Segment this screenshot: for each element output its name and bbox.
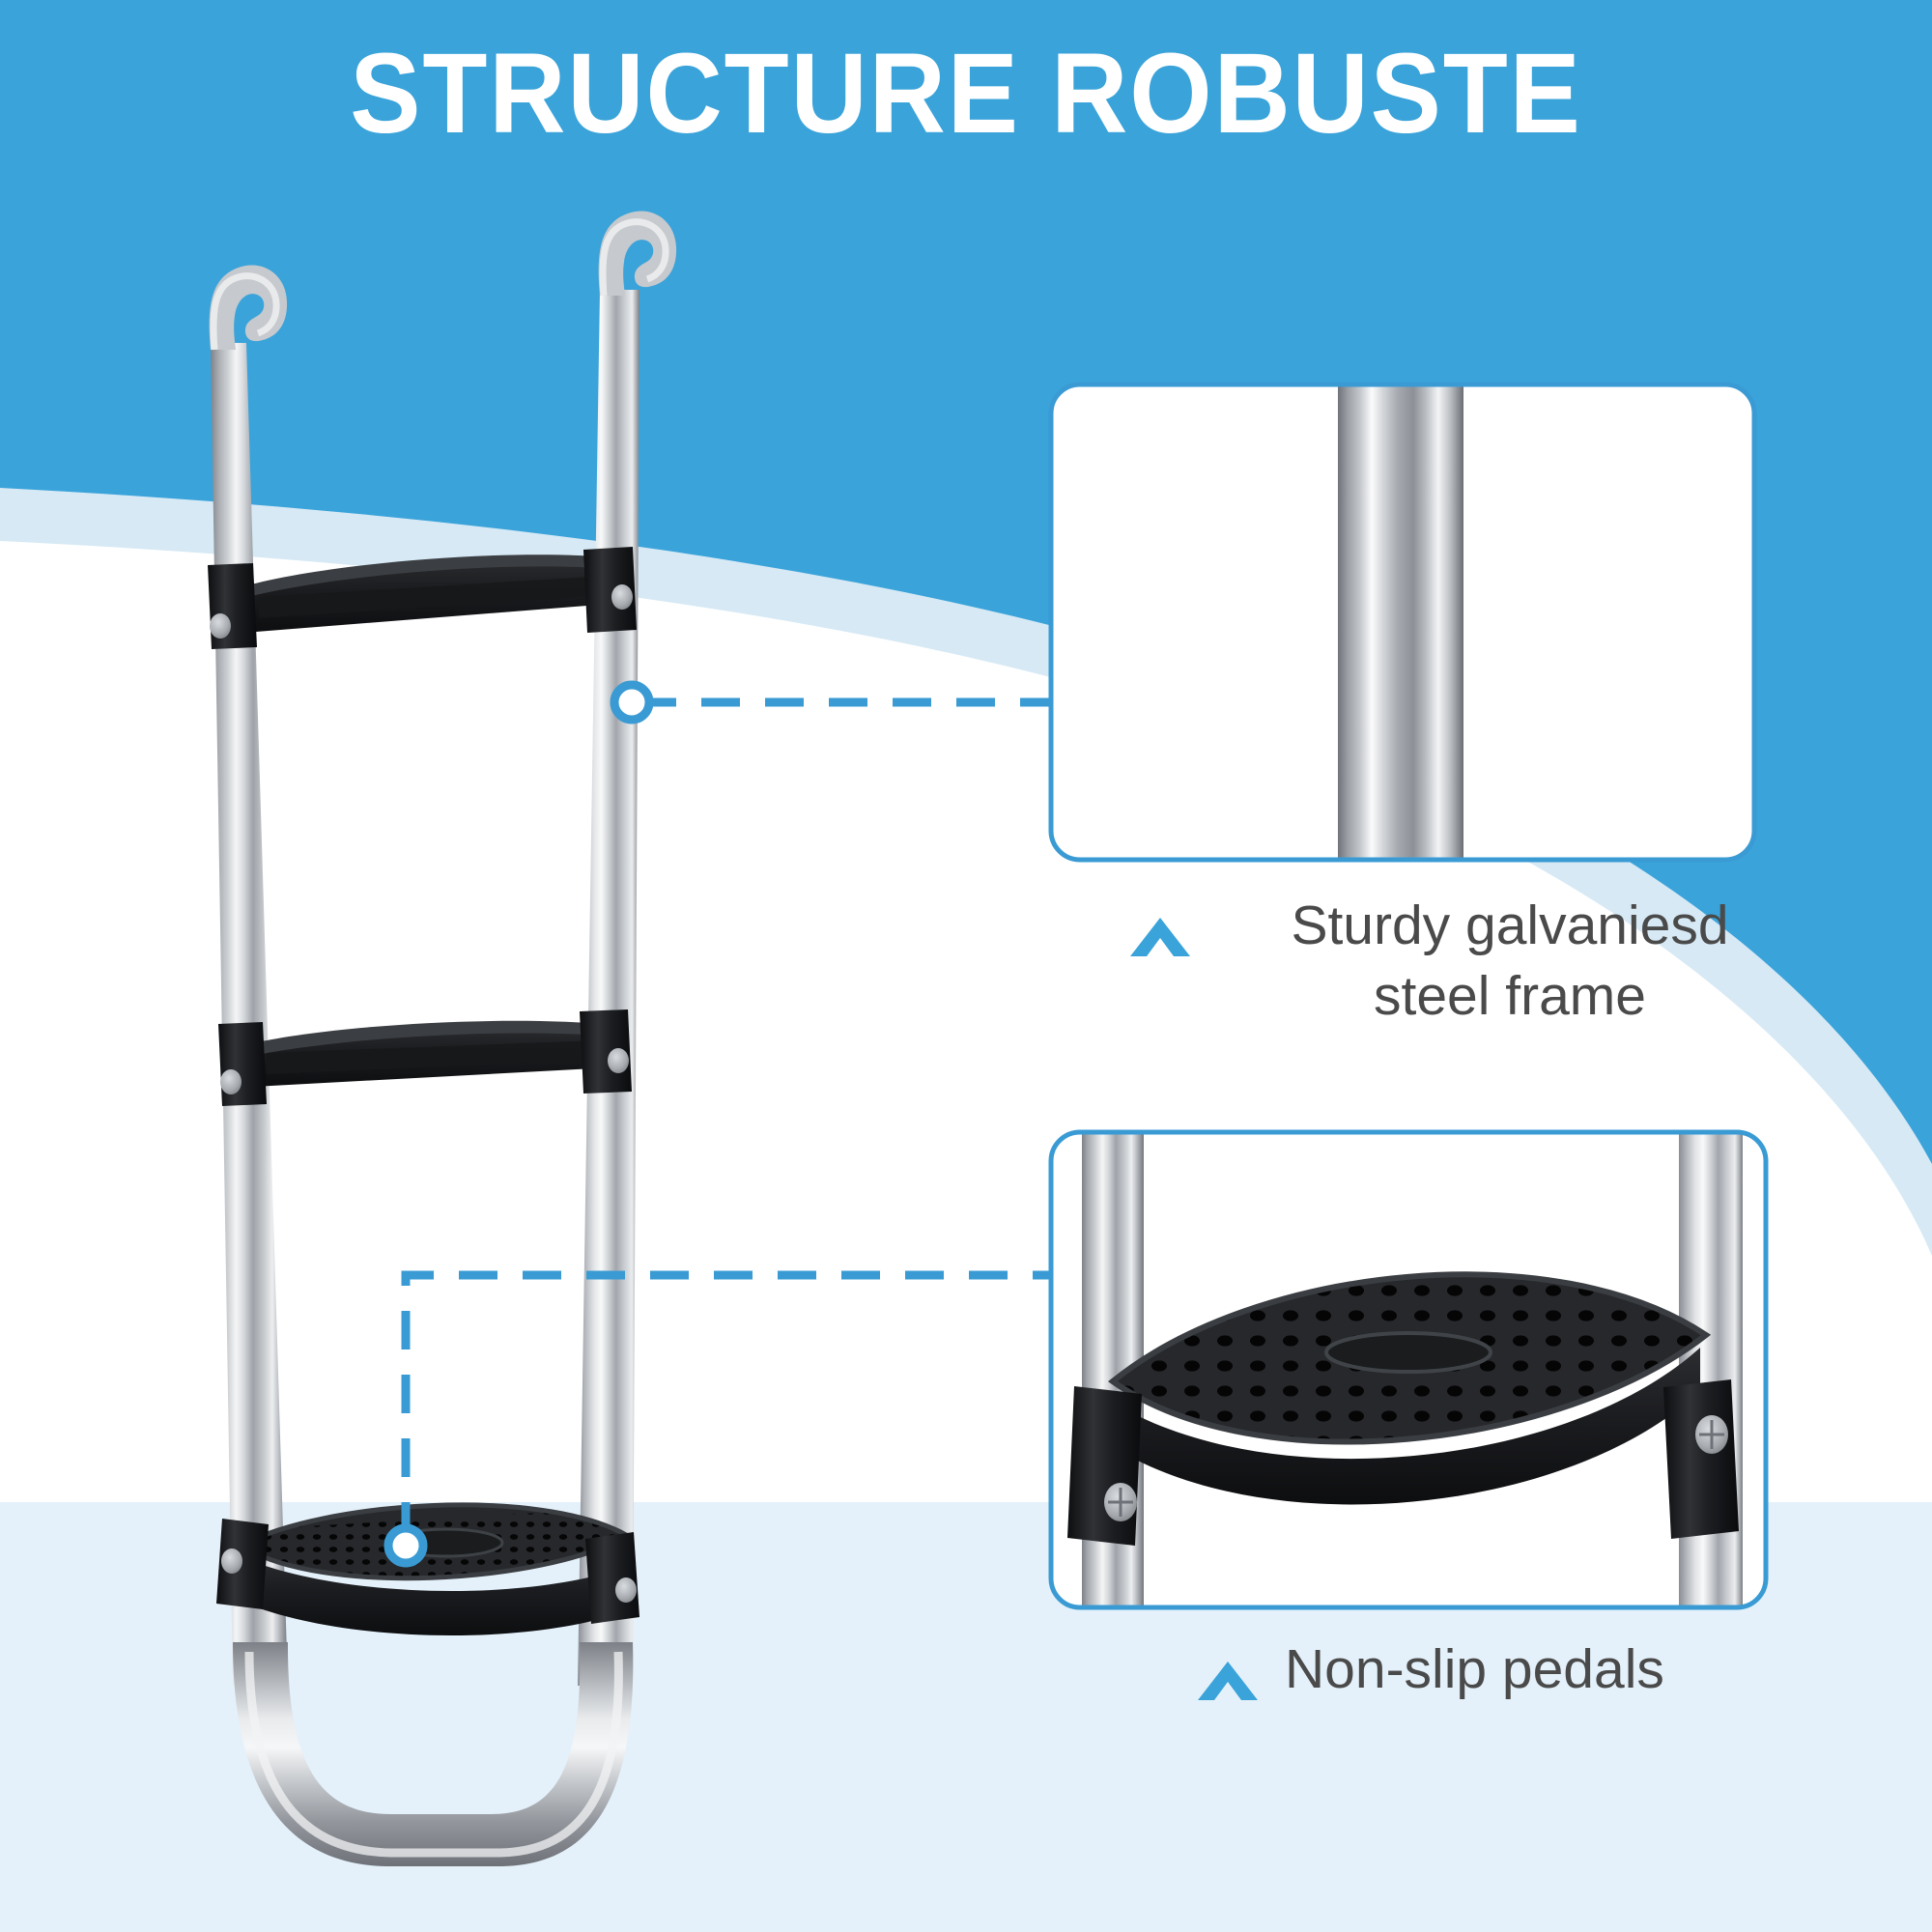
header-shape bbox=[0, 0, 1932, 1164]
pedal-3-clamp-left bbox=[216, 1519, 269, 1609]
ladder-pedal-2 bbox=[218, 1009, 632, 1106]
pedal-3-screw-left bbox=[221, 1548, 242, 1574]
pedal-1-screw-left bbox=[210, 613, 231, 639]
pedal-3-screw-right bbox=[615, 1577, 637, 1603]
pedal-1-screw-right bbox=[611, 584, 633, 610]
pedal-2-screw-left bbox=[220, 1069, 242, 1094]
page-title: STRUCTURE ROBUSTE bbox=[350, 30, 1582, 157]
pedal-2-screw-right bbox=[608, 1048, 629, 1073]
caption-steel-frame: Sturdy galvaniesd steel frame bbox=[1128, 891, 1804, 1032]
caption-steel-frame-label: Sturdy galvaniesd steel frame bbox=[1291, 895, 1729, 1027]
connector-steel-frame-marker bbox=[610, 680, 654, 724]
callout-box-1-border bbox=[1048, 382, 1757, 863]
callout-box-2-border bbox=[1048, 1129, 1769, 1610]
chevron-up-icon bbox=[1196, 1650, 1260, 1720]
pedal-1-clamp-right bbox=[583, 547, 637, 633]
ladder-left-rail bbox=[211, 343, 288, 1686]
chevron-up-icon bbox=[1128, 906, 1192, 977]
ladder-right-rail bbox=[578, 290, 639, 1686]
ladder-pedal-3 bbox=[216, 1502, 639, 1636]
closeup-pedal-grip-oval bbox=[1324, 1331, 1492, 1374]
connector-pedals bbox=[401, 1270, 1051, 1541]
closeup-steel-tube bbox=[1338, 384, 1463, 860]
connector-pedals-marker bbox=[384, 1523, 428, 1568]
caption-non-slip-pedals-label: Non-slip pedals bbox=[1285, 1638, 1664, 1700]
ladder-pedal-1 bbox=[208, 547, 637, 649]
ladder-foot-bar bbox=[233, 1642, 634, 1866]
caption-non-slip-pedals: Non-slip pedals bbox=[1196, 1634, 1814, 1720]
